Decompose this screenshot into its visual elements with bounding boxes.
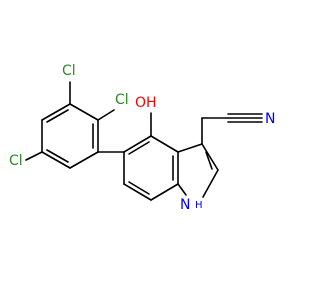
trichlorophenyl-ring — [41, 103, 99, 169]
chlorine-bonds — [25, 81, 115, 161]
nitrile-nitrogen-label: N — [265, 111, 275, 127]
nh-n: N — [180, 197, 190, 213]
nh-h: H — [195, 200, 203, 211]
chlorine-label-right: Cl — [115, 92, 129, 108]
molecule-structure: Cl Cl Cl OH N N H — [9, 63, 275, 213]
pyrrole-ring — [177, 143, 219, 198]
chlorine-label-left: Cl — [9, 153, 23, 169]
cyanomethyl-bonds — [201, 113, 263, 145]
indole-benzene-ring — [123, 135, 179, 201]
indole-nh-label: N H — [180, 197, 202, 213]
chlorine-label-top: Cl — [62, 63, 76, 79]
hydroxyl-label: OH — [135, 95, 157, 111]
nh-label: N H — [180, 197, 202, 213]
